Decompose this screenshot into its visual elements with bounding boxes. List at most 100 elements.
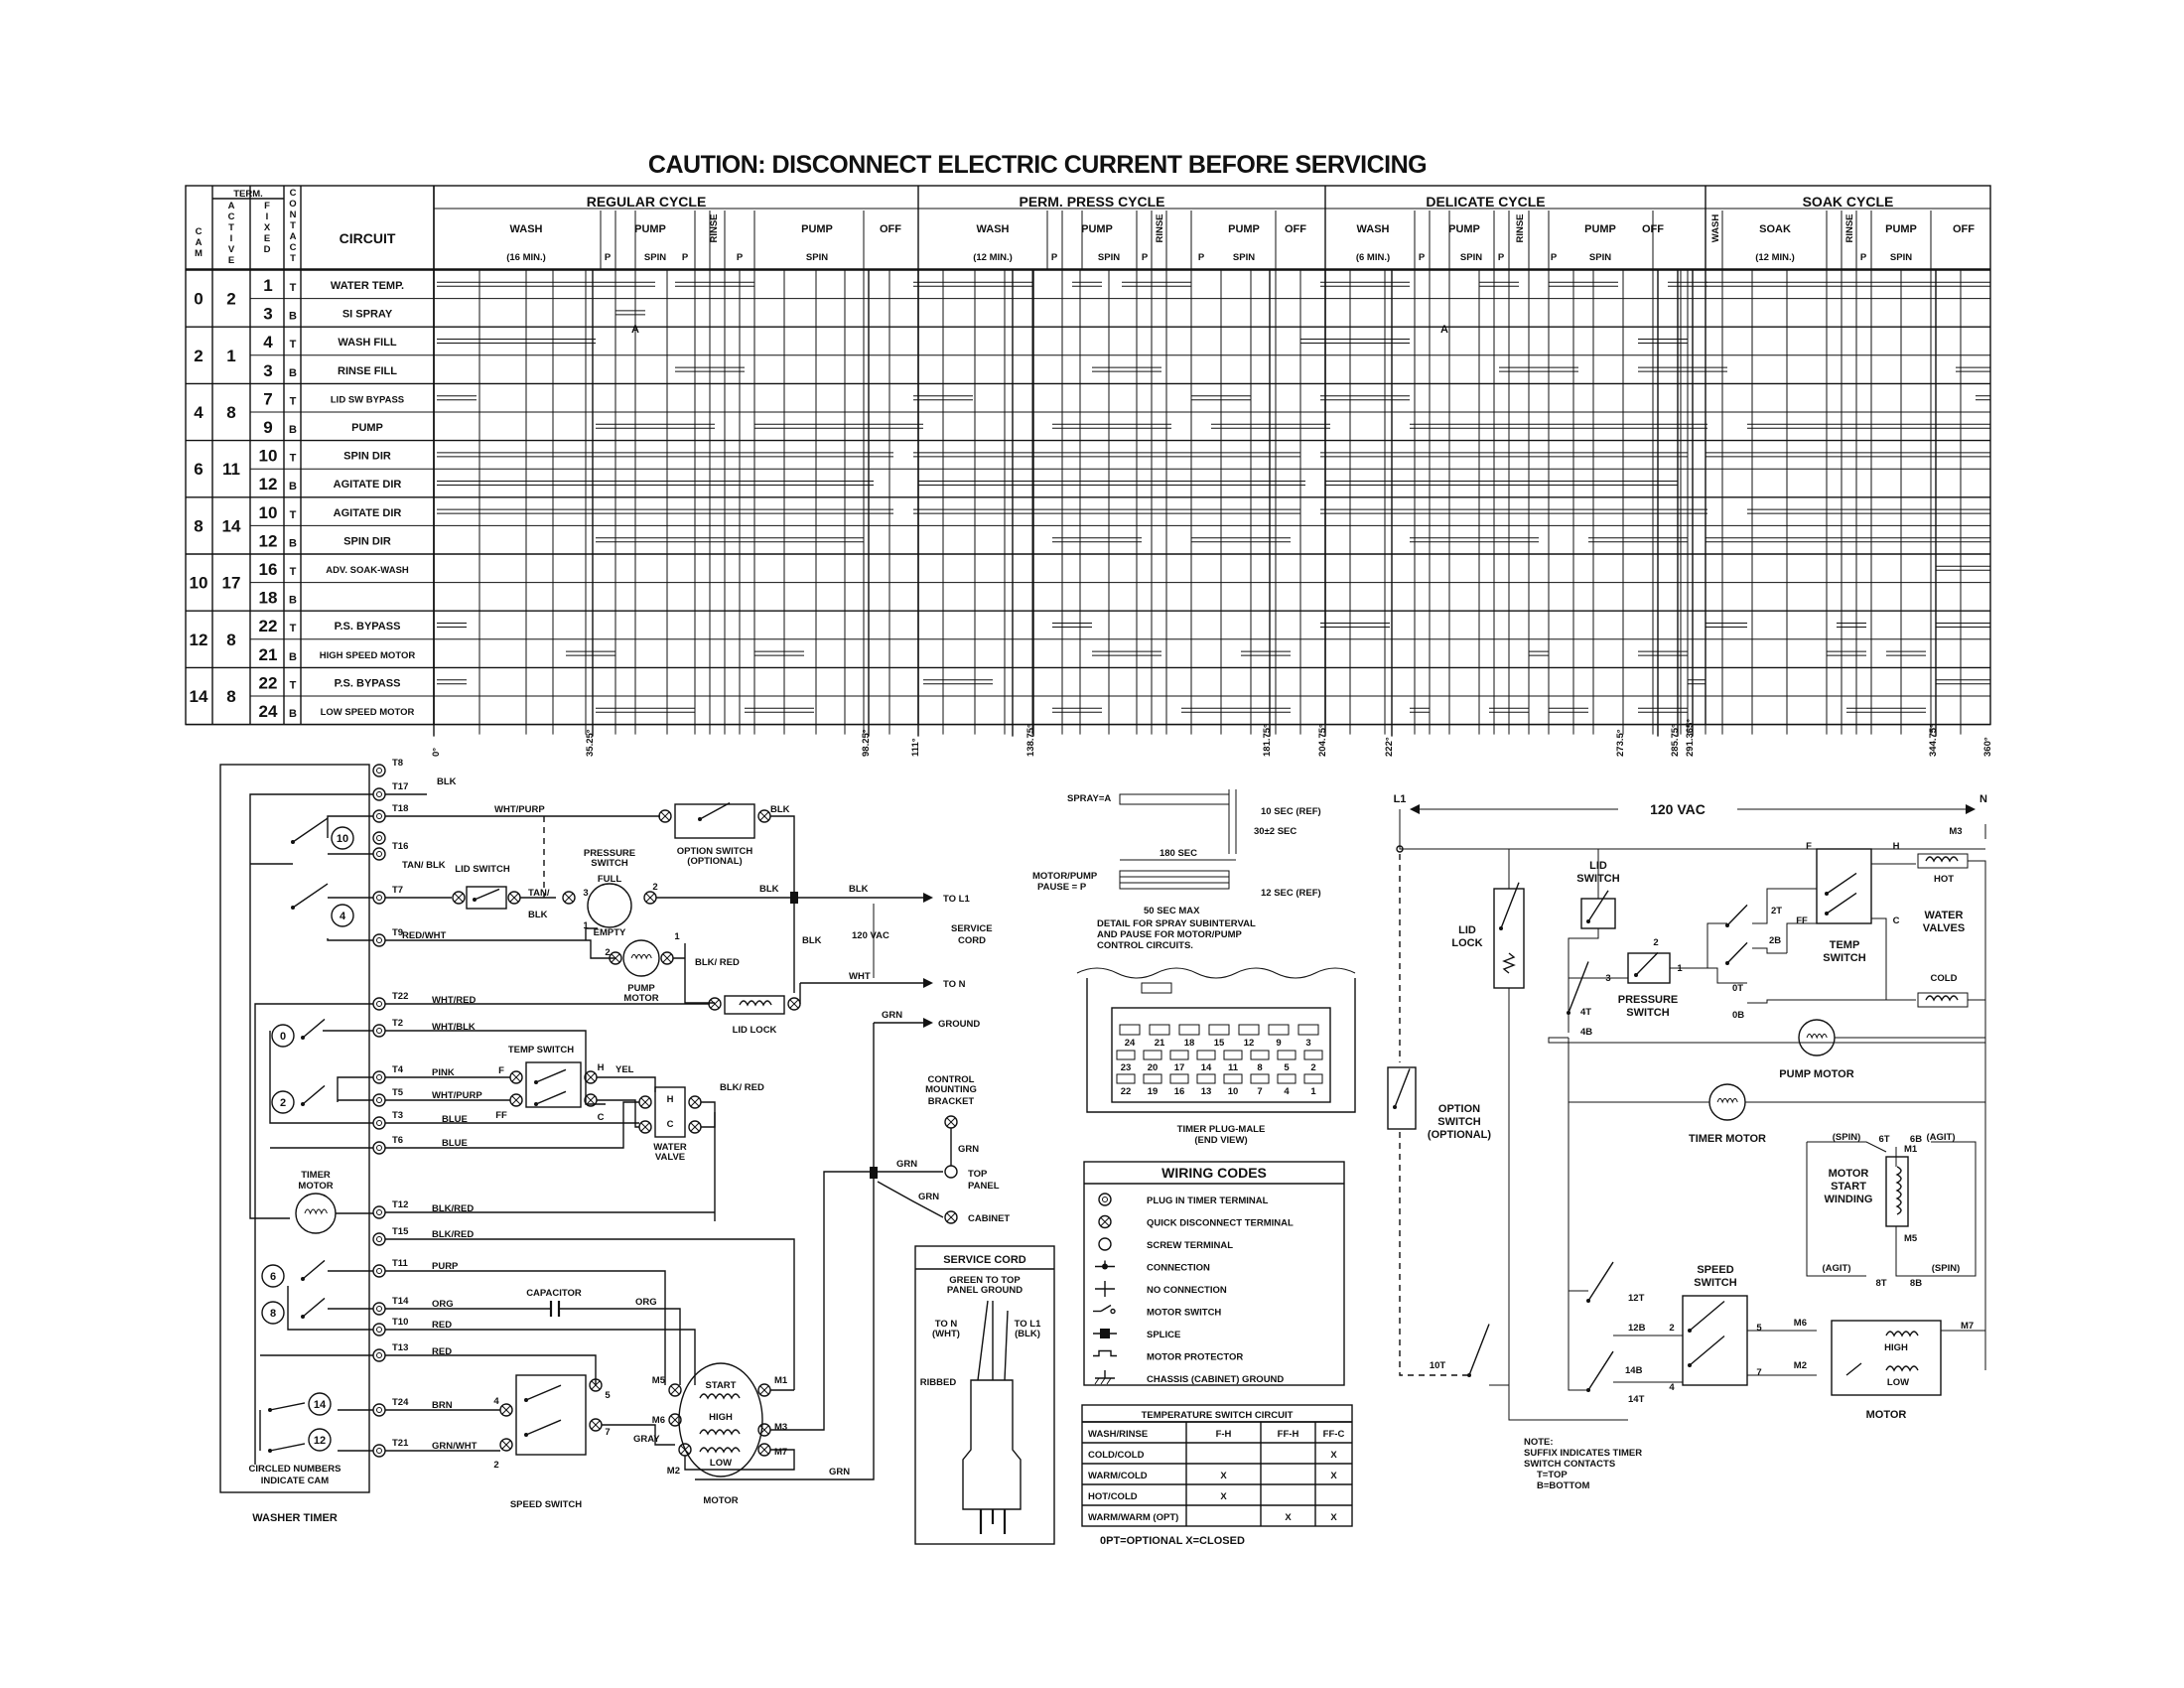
pin-slot [1119,1024,1141,1036]
temp-switch-label: TEMP SWITCH [508,1045,574,1055]
detail-label: 12 SEC (REF) [1261,888,1321,899]
wire [1548,1037,1985,1044]
contact-value: B [289,424,297,436]
circled-note: INDICATE CAM [261,1476,330,1486]
quick-disconnect [452,891,466,905]
contact-label: 6T [1878,1134,1889,1145]
wire-label: RED [432,1320,452,1331]
timer-contact [1586,1261,1614,1303]
wire [1100,1377,1106,1385]
contact-value: T [290,453,297,465]
wire [770,815,795,894]
pin: M5 [1904,1233,1918,1244]
active-header: I [230,233,233,244]
quick-disconnect [708,997,722,1011]
wire-label: GRN [896,1159,917,1170]
degree-label: 344.75° [1928,724,1939,757]
circuit-name: WATER TEMP. [331,280,404,292]
contact-label: 2T [1771,906,1782,916]
pin-slot [1149,1024,1170,1036]
quick-disconnect [757,809,771,823]
plug-break [1076,967,1356,979]
plug-in-terminal-icon [1098,1193,1112,1206]
wire-label: RED/WHT [402,930,447,941]
pin: 2 [1653,937,1658,948]
pump-motor-icon [1798,1019,1836,1056]
cycle-name: SOAK CYCLE [1803,194,1894,210]
cam-switch [301,1259,326,1281]
quick-disconnect [660,951,674,965]
circuit-header: CIRCUIT [340,230,396,246]
quick-disconnect [668,1413,682,1427]
pin: M7 [1961,1321,1974,1332]
wire [585,927,598,940]
detail-note: AND PAUSE FOR MOTOR/PUMP [1097,929,1243,940]
pressure-switch-label: SWITCH [1626,1007,1669,1019]
fixed-value: 4 [263,333,273,352]
timer-contact [1725,904,1748,927]
sc-label: (WHT) [932,1329,960,1339]
fixed-value: 7 [263,389,272,408]
sub-header: RINSE [1155,213,1165,242]
pressure-switch-label: PRESSURE [584,848,635,859]
cam-switch [268,1402,306,1412]
motor-protector [1845,1362,1862,1376]
contact-header: O [289,199,296,210]
terminal-label: T7 [392,885,403,896]
speed-contact [1688,1300,1725,1333]
wire-label: BRN [432,1400,453,1411]
pin-slot [1223,1073,1243,1084]
quick-disconnect [944,1115,958,1129]
n-label: N [1979,793,1987,805]
speed-switch-box [515,1374,587,1456]
plug-caption: (END VIEW) [1194,1135,1247,1146]
cold-valve [1917,992,1969,1008]
sub2-label: P [1198,252,1205,263]
timer-terminal [372,1141,386,1155]
pin-number: 2 [1310,1062,1315,1073]
duration-label: (16 MIN.) [506,252,546,263]
full-label: FULL [598,874,621,885]
temp-table-cell: X [1330,1450,1337,1461]
lid-switch-label: LID SWITCH [455,864,510,875]
contact-value: B [289,595,297,607]
contact-label: 4B [1580,1027,1592,1038]
temp-table-cell: F-H [1216,1429,1232,1440]
pin-number: 1 [1310,1086,1316,1097]
note-label: SUFFIX INDICATES TIMER [1524,1448,1642,1459]
timer-contact [1586,1350,1614,1392]
pin: FF [495,1110,507,1121]
contact-value: B [289,708,297,720]
contact-label: 6B [1910,1134,1922,1145]
quick-disconnect [787,997,801,1011]
terminal-label: T10 [392,1317,408,1328]
circuit-name: SPIN DIR [343,535,391,547]
cam-circle [261,1301,285,1325]
fixed-header: X [264,222,271,233]
plug-caption: TIMER PLUG-MALE [1177,1124,1266,1135]
wire [684,1449,795,1471]
timer-motor-label: TIMER [301,1170,331,1181]
sub2-label: SPIN [1233,252,1255,263]
contact-label: 8T [1875,1278,1886,1289]
pin: M1 [774,1375,788,1386]
pin-slot [1116,1050,1136,1060]
wire [1508,988,1628,1421]
wire [385,1238,795,1390]
arrow [923,978,933,988]
pin-number: 18 [1184,1038,1195,1049]
sub2-label: SPIN [644,252,666,263]
option-switch-box [674,803,755,839]
internal-wire [337,1076,373,1102]
service-cord-box [914,1245,1055,1545]
motor-start-label: MOTOR [1829,1168,1869,1180]
wire [1786,922,1817,953]
wire-label: WHT/PURP [494,804,545,815]
wiring-code-label: NO CONNECTION [1147,1285,1227,1296]
wire [1100,1304,1112,1313]
motor-pump-bar [1119,870,1230,890]
sc-label: TO L1 [1015,1319,1041,1330]
note-label: B=BOTTOM [1537,1480,1589,1491]
wire-label: GRN [829,1467,850,1477]
pin: F [1806,841,1812,852]
